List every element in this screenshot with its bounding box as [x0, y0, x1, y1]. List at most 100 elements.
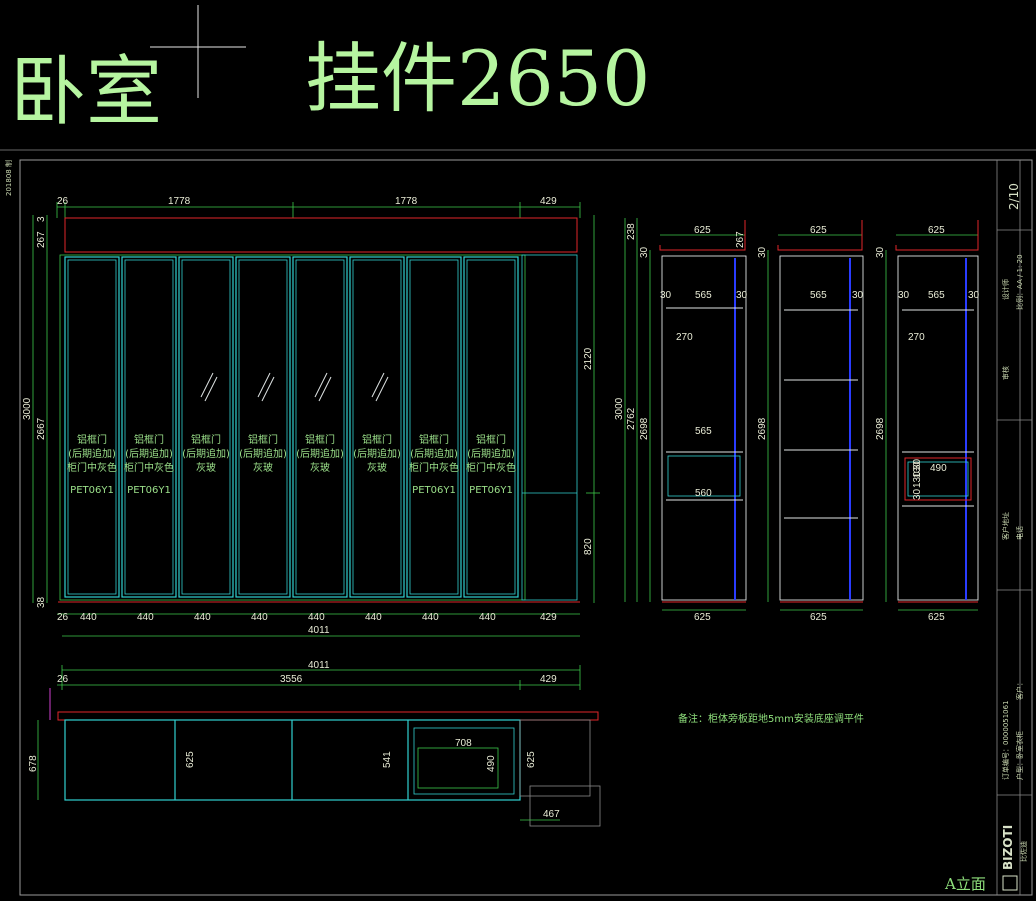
section1-left-4: 30 [639, 246, 650, 258]
glass-hatch-icon [257, 372, 275, 402]
door-label-line: 灰玻 [196, 461, 216, 474]
section1-label-1: 565 [695, 426, 712, 437]
door-inner-frame [409, 259, 459, 595]
note-text: 备注：柜体旁板距地5mm安装底座调平件 [678, 712, 864, 725]
door-panel [178, 256, 234, 598]
front-dim-top-2: 1778 [395, 196, 418, 207]
section-views: 625 30 565 30 270 565 560 267 3000 2762 … [614, 218, 980, 623]
front-dim-bottom: 440 [308, 612, 325, 623]
section1-sub-1: 565 [695, 290, 712, 301]
left-margin-text: 201808 制 [4, 160, 13, 196]
plan-drawer: 708 [455, 738, 472, 749]
door-label-line: 柜门中灰色 [67, 461, 117, 474]
door-label-line: (后期追加) [410, 447, 458, 460]
plan-height-3: 490 [486, 755, 497, 772]
door-label-line: (后期追加) [239, 447, 287, 460]
plan-dim-1: 3556 [280, 674, 303, 685]
front-dim-bottom: 440 [422, 612, 439, 623]
door-label-line: 铝框门 [419, 433, 449, 446]
section3-bottom: 625 [928, 612, 945, 623]
section3-left-1: 30 [875, 246, 886, 258]
section3-label-4: 30 [912, 488, 923, 500]
door-label-line: (后期追加) [125, 447, 173, 460]
scale-label: 比例：AA / 1: 20 [1015, 254, 1024, 310]
plan-right: 467 [543, 809, 560, 820]
section3-label-2: 30 [912, 458, 923, 470]
view-label: A立面 [944, 875, 986, 893]
door-label-line: 铝框门 [191, 433, 221, 446]
title-block: 2/10 设计师 审核 比例：AA / 1: 20 客户地址 电话 订单编号：0… [997, 183, 1032, 891]
door-label-line: 柜门中灰色 [124, 461, 174, 474]
door-label-line: 铝框门 [77, 433, 107, 446]
door-label-line: 铝框门 [248, 433, 278, 446]
door-label-line: 铝框门 [362, 433, 392, 446]
section1-label-0: 270 [676, 332, 693, 343]
front-dim-top-3: 429 [540, 196, 557, 207]
door-panel [121, 256, 177, 598]
sheet-frame: 201808 制 [0, 149, 1036, 896]
section1-left-1: 2762 [626, 407, 637, 430]
door-inner-frame [124, 259, 174, 595]
section2-top: 625 [810, 225, 827, 236]
door-inner-frame [238, 259, 288, 595]
title-row-0: 设计师 [1001, 279, 1010, 300]
title-row-5: 客户： [1015, 679, 1024, 700]
glass-hatch-icon [314, 372, 332, 402]
door-label-line: 柜门中灰色 [466, 461, 516, 474]
brand-name-cn: 比佐迪 [1019, 841, 1028, 862]
section1-label-2: 560 [695, 488, 712, 499]
front-dim-left-3: 3 [36, 216, 47, 222]
section-view-3: 625 30 565 30 270 490 30 130 30 130 2698… [875, 220, 980, 623]
glass-hatch-icon [371, 372, 389, 402]
sheet-number: 2/10 [1007, 183, 1021, 210]
glass-hatch-icon [200, 372, 218, 402]
door-panel [406, 256, 462, 598]
door-panel [64, 256, 120, 598]
front-dim-top-1: 1778 [168, 196, 191, 207]
front-dim-bottom: 440 [251, 612, 268, 623]
door-label-line: 灰玻 [253, 461, 273, 474]
section1-sub-2: 30 [736, 290, 748, 301]
brand-mark-icon [1002, 875, 1018, 891]
section3-label-5: 130 [912, 461, 923, 478]
door-inner-frame [352, 259, 402, 595]
section2-left-0: 2698 [757, 417, 768, 440]
section2-sub-1: 30 [852, 290, 864, 301]
section1-top: 625 [694, 225, 711, 236]
front-dim-bottom: 440 [80, 612, 97, 623]
front-dim-right-0: 2120 [583, 347, 594, 370]
section1-left-2: 2698 [639, 417, 650, 440]
door-label-line: (后期追加) [467, 447, 515, 460]
section1-left-0: 3000 [614, 397, 625, 420]
front-dim-bottom: 429 [540, 612, 557, 623]
plan-dim-2: 429 [540, 674, 557, 685]
section1-bottom: 625 [694, 612, 711, 623]
plan-height-4: 625 [526, 751, 537, 768]
title-row-1: 审核 [1001, 366, 1010, 380]
door-panel [463, 256, 519, 598]
door-label-line: (后期追加) [296, 447, 344, 460]
door-label-line: PET06Y1 [70, 485, 114, 496]
section2-bottom: 625 [810, 612, 827, 623]
front-dim-left-0: 3000 [22, 397, 33, 420]
front-dim-total: 4011 [308, 625, 330, 636]
door-label-line: PET06Y1 [412, 485, 456, 496]
door-inner-frame [466, 259, 516, 595]
title-row-3: 电话 [1015, 526, 1024, 540]
door-panel [292, 256, 348, 598]
plan-dim-0: 26 [57, 674, 69, 685]
section1-left-3: 238 [626, 223, 637, 240]
front-dim-left-1: 2667 [36, 417, 47, 440]
section3-label-1: 490 [930, 463, 947, 474]
section3-left-0: 2698 [875, 417, 886, 440]
door-label-line: 铝框门 [305, 433, 335, 446]
brand-name: BIZOTI [1001, 825, 1015, 870]
door-inner-frame [295, 259, 345, 595]
door-label-line: (后期追加) [353, 447, 401, 460]
section1-sub-0: 30 [660, 290, 672, 301]
section3-top: 625 [928, 225, 945, 236]
door-label-line: PET06Y1 [127, 485, 171, 496]
plan-total: 4011 [308, 660, 330, 671]
title-room: 卧室 [10, 47, 162, 136]
